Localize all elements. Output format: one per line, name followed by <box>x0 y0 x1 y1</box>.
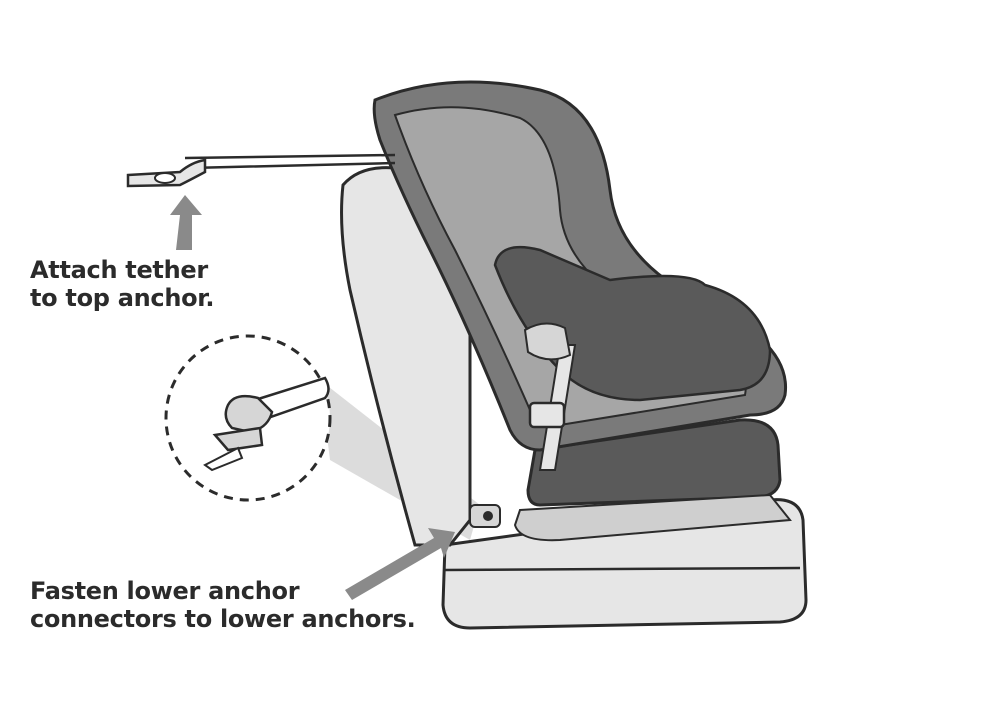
lower-anchor-instruction-line1: Fasten lower anchor <box>30 577 300 605</box>
top-tether-hook <box>126 158 207 188</box>
top-anchor-arrow <box>170 195 202 250</box>
lower-anchor-arrow <box>345 528 455 600</box>
lower-anchor-connector <box>469 504 501 528</box>
harness-buckle <box>528 401 566 429</box>
car-seat-base-light-band <box>513 493 792 542</box>
harness-shoulder-pad <box>523 322 572 361</box>
lower-anchor-instruction: Fasten lower anchor connectors to lower … <box>30 577 416 633</box>
top-anchor-instruction-line2: to top anchor. <box>30 284 215 312</box>
lower-anchor-instruction-line2: connectors to lower anchors. <box>30 605 416 633</box>
car-seat-base <box>526 418 782 507</box>
top-anchor-instruction: Attach tether to top anchor. <box>30 256 215 312</box>
top-tether-strap <box>184 153 396 170</box>
vehicle-seat-cushion-seam <box>444 566 801 572</box>
lower-anchor-closeup <box>203 376 330 472</box>
top-anchor-instruction-line1: Attach tether <box>30 256 208 284</box>
vehicle-seat-cushion <box>441 498 808 630</box>
